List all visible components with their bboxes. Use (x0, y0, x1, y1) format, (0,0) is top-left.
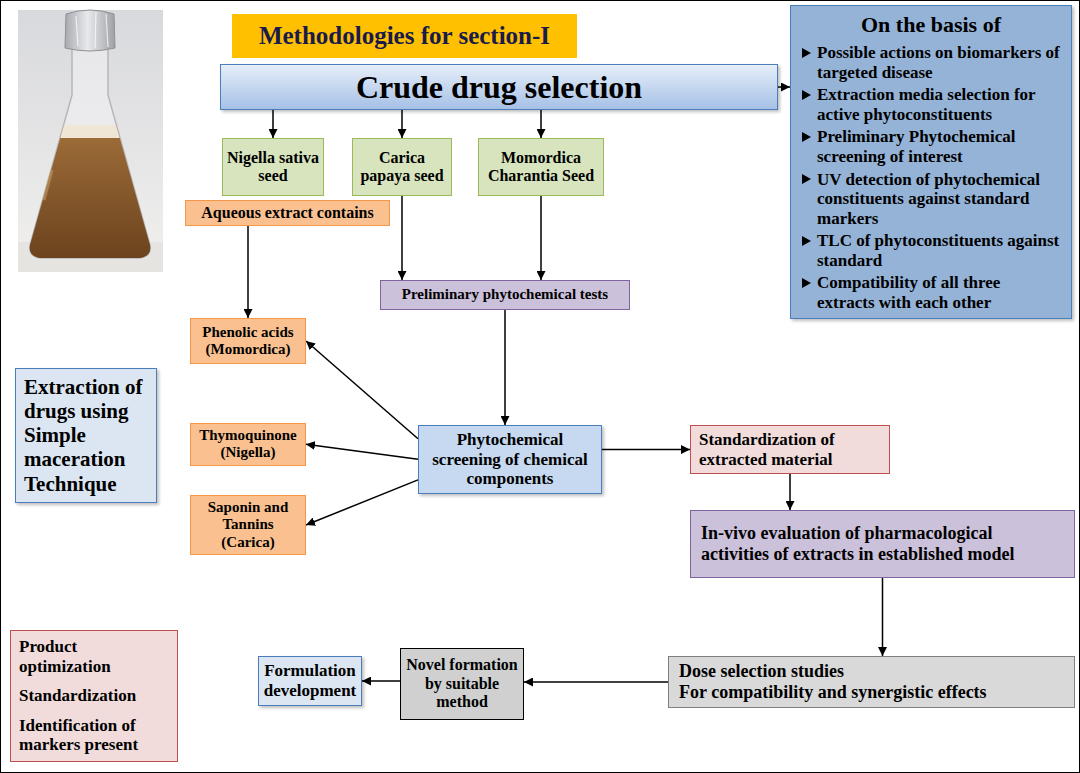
process-box: Crude drug selection (220, 64, 778, 110)
flask-photo (18, 10, 163, 272)
node-text: In-vivo evaluation of pharmacological ac… (701, 523, 1064, 564)
node-text: Dose selection studies (679, 661, 1064, 682)
flow-arrow (524, 681, 668, 683)
method-box: Extraction of drugs using Simple macerat… (15, 368, 157, 503)
seed-box: Carica papaya seed (352, 138, 452, 196)
flow-arrow (540, 110, 542, 138)
criteria-box: On the basis of Possible actions on bioma… (790, 5, 1072, 319)
foil-cap (65, 10, 115, 51)
constituent-box: Saponin and Tannins (Carica) (190, 495, 306, 555)
node-text: Standardization of extracted material (699, 430, 881, 469)
node-text: Standardization (19, 686, 169, 706)
node-text: Saponin and Tannins (Carica) (195, 499, 301, 551)
flow-arrow (306, 444, 418, 459)
process-box: Phytochemical screening of chemical comp… (418, 425, 602, 494)
flow-arrow (504, 310, 506, 425)
constituent-box: Thymoquinone (Nigella) (190, 423, 306, 466)
flow-arrow (778, 86, 790, 88)
flask-glass (30, 40, 151, 258)
bullet-text: TLC of phytoconstituents against standar… (801, 231, 1061, 270)
node-text: For compatibility and synergistic effect… (679, 682, 1064, 703)
node-text: Formulation development (263, 661, 357, 700)
flask-liquid (30, 125, 151, 258)
process-box: Dose selection studiesFor compatibility … (668, 656, 1075, 708)
node-text: Novel formation by suitable method (406, 656, 518, 711)
box-heading: On the basis of (801, 12, 1061, 37)
bullet-text: Extraction media selection for active ph… (801, 85, 1061, 124)
photo-ground (18, 10, 163, 272)
note-box: Aqueous extract contains (185, 200, 390, 226)
outcome-box: Product optimizationStandardizationIdent… (10, 630, 178, 762)
node-text: Extraction of drugs using Simple macerat… (24, 375, 148, 496)
seed-box: Nigella sativa seed (222, 138, 324, 196)
node-text: Nigella sativa seed (227, 149, 319, 186)
process-box: In-vivo evaluation of pharmacological ac… (690, 510, 1075, 578)
node-text: Crude drug selection (229, 69, 769, 106)
bullet-text: Preliminary Phytochemical screening of i… (801, 127, 1061, 166)
flow-arrow (789, 474, 791, 510)
flow-arrow (882, 578, 884, 656)
flow-arrow (306, 480, 418, 525)
process-box: Standardization of extracted material (690, 425, 890, 474)
flow-arrow (602, 449, 690, 451)
flow-arrow (306, 341, 418, 439)
flask-foam (60, 125, 119, 138)
bullet-text: UV detection of phytochemical constituen… (801, 170, 1061, 229)
flow-arrow (362, 680, 400, 682)
node-text: Methodologies for section-I (240, 22, 569, 51)
foil-creases (76, 12, 108, 48)
process-box: Novel formation by suitable method (400, 648, 524, 720)
node-text: Preliminary phytochemical tests (387, 286, 623, 303)
node-text: Momordica Charantia Seed (483, 149, 599, 186)
node-text: Aqueous extract contains (190, 204, 385, 222)
seed-box: Momordica Charantia Seed (478, 138, 604, 196)
constituent-box: Phenolic acids (Momordica) (190, 318, 306, 364)
node-text: Product optimization (19, 637, 169, 676)
title-banner: Methodologies for section-I (232, 14, 577, 58)
flow-arrow (272, 110, 274, 138)
bullet-text: Compatibility of all three extracts with… (801, 273, 1061, 312)
node-text: Identification of markers present (19, 716, 169, 755)
process-box: Formulation development (258, 656, 362, 706)
flow-arrow (401, 196, 403, 280)
node-text: Thymoquinone (Nigella) (195, 427, 301, 462)
node-text: Carica papaya seed (357, 149, 447, 186)
flask-glint (44, 170, 52, 200)
flow-arrow (540, 196, 542, 280)
flow-arrow (247, 226, 249, 318)
bullet-text: Possible actions on biomarkers of target… (801, 43, 1061, 82)
node-text: Phenolic acids (Momordica) (195, 324, 301, 359)
flow-arrow (401, 110, 403, 138)
process-box: Preliminary phytochemical tests (380, 280, 630, 310)
node-text: Phytochemical screening of chemical comp… (425, 430, 595, 489)
